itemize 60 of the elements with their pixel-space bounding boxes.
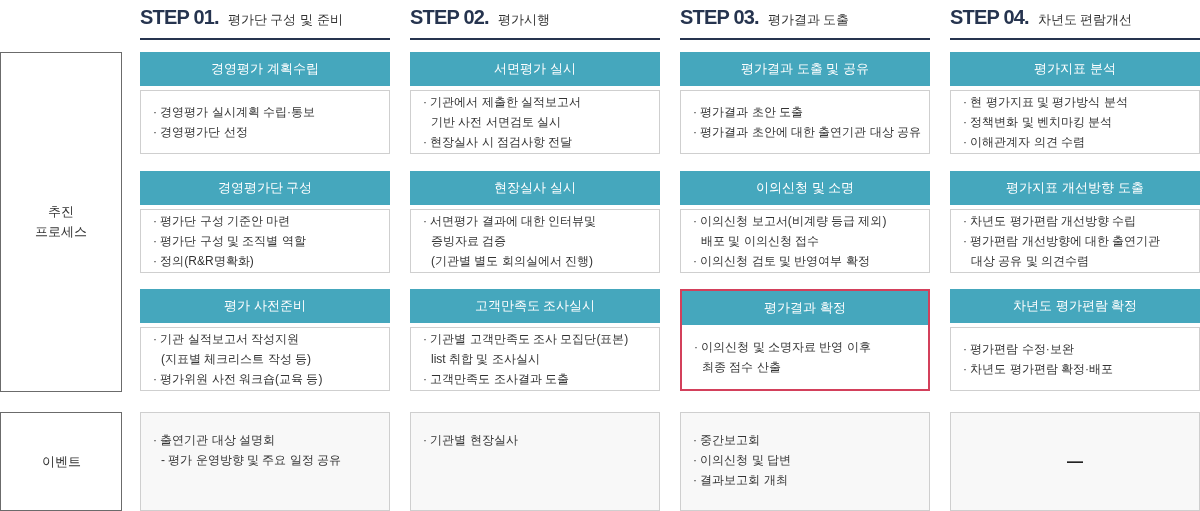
bullet-text: · 중간보고회 bbox=[693, 432, 761, 449]
bullet-text: · 이해관계자 의견 수렴 bbox=[963, 134, 1086, 151]
task-title-bar: 평가지표 개선방향 도출 bbox=[950, 171, 1200, 205]
bullet-text: · 평가편람 수정·보완 bbox=[963, 341, 1074, 358]
bullet-text: · 기관별 현장실사 bbox=[423, 432, 518, 449]
bullet-text: · 정의(R&R명확화) bbox=[153, 253, 254, 270]
bullet-text: · 평가편람 개선방향에 대한 출연기관 대상 공유 및 의견수렴 bbox=[963, 233, 1161, 270]
bullet-text: · 기관 실적보고서 작성지원 (지표별 체크리스트 작성 등) bbox=[153, 331, 312, 368]
bullet-text: · 서면평가 결과에 대한 인터뷰및 증빙자료 검증 (기관별 별도 회의실에서 진행) bbox=[423, 213, 597, 270]
bullet-text: · 이의신청 보고서(비계량 등급 제외) 배포 및 이의신청 접수 bbox=[693, 213, 887, 250]
event-panel bbox=[950, 412, 1200, 511]
task-title-bar: 경영평가단 구성 bbox=[140, 171, 390, 205]
step-number: STEP 02. bbox=[410, 6, 489, 29]
highlighted-card bbox=[680, 289, 930, 391]
bullet-text: · 평가결과 초안 도출 bbox=[693, 104, 804, 121]
step-title: 평가결과 도출 bbox=[767, 11, 850, 29]
step-number: STEP 01. bbox=[140, 6, 219, 29]
event-panel bbox=[410, 412, 660, 511]
row-header-panel bbox=[0, 412, 122, 511]
bullet-text: · 이의신청 및 소명자료 반영 이후 최종 점수 산출 bbox=[694, 339, 871, 376]
row-heading: 이벤트 bbox=[41, 452, 81, 471]
event-panel bbox=[680, 412, 930, 511]
bullet-text: · 차년도 평가편람 확정·배포 bbox=[963, 361, 1114, 378]
bullet-text: · 평가단 구성 및 조직별 역할 bbox=[153, 233, 306, 250]
dash-text: — bbox=[1067, 451, 1083, 472]
task-title-bar: 이의신청 및 소명 bbox=[680, 171, 930, 205]
row-header-panel bbox=[0, 52, 122, 392]
bullet-text: · 경영평가단 선정 bbox=[153, 124, 248, 141]
step-title: 차년도 편람개선 bbox=[1037, 11, 1133, 29]
step-title: 평가시행 bbox=[497, 11, 550, 29]
task-title-bar: 고객만족도 조사실시 bbox=[410, 289, 660, 323]
bullet-text: · 기관에서 제출한 실적보고서 기반 사전 서면검토 실시 bbox=[423, 94, 582, 131]
task-title-bar: 평가결과 확정 bbox=[682, 291, 928, 325]
bullet-text: · 차년도 평가편람 개선방향 수립 bbox=[963, 213, 1137, 230]
bullet-text: · 평가단 구성 기준안 마련 bbox=[153, 213, 291, 230]
task-title-bar: 현장실사 실시 bbox=[410, 171, 660, 205]
step-title: 평가단 구성 및 준비 bbox=[227, 11, 343, 29]
bullet-text: · 현 평가지표 및 평가방식 분석 bbox=[963, 94, 1128, 111]
bullet-text: · 결과보고회 개최 bbox=[693, 472, 788, 489]
bullet-text: · 평가위원 사전 워크숍(교육 등) bbox=[153, 371, 323, 388]
bullet-text: · 고객만족도 조사결과 도출 bbox=[423, 371, 570, 388]
bullet-text: · 기관별 고객만족도 조사 모집단(표본) list 취합 및 조사실시 bbox=[423, 331, 629, 368]
bullet-text: · 현장실사 시 점검사항 전달 bbox=[423, 134, 573, 151]
bullet-text: · 출연기관 대상 설명회 bbox=[153, 432, 276, 449]
bullet-text: · 이의신청 검토 및 반영여부 확정 bbox=[693, 253, 870, 270]
task-title-bar: 평가지표 분석 bbox=[950, 52, 1200, 86]
step-number: STEP 04. bbox=[950, 6, 1029, 29]
task-title-bar: 차년도 평가편람 확정 bbox=[950, 289, 1200, 323]
bullet-text: - 평가 운영방향 및 주요 일정 공유 bbox=[161, 452, 342, 469]
task-title-bar: 서면평가 실시 bbox=[410, 52, 660, 86]
bullet-text: · 평가결과 초안에 대한 출연기관 대상 공유 bbox=[693, 124, 922, 141]
bullet-text: · 정책변화 및 벤치마킹 분석 bbox=[963, 114, 1113, 131]
row-heading: 추진 프로세스 bbox=[35, 203, 87, 241]
step-number: STEP 03. bbox=[680, 6, 759, 29]
bullet-text: · 이의신청 및 답변 bbox=[693, 452, 792, 469]
task-title-bar: 경영평가 계획수립 bbox=[140, 52, 390, 86]
task-title-bar: 평가결과 도출 및 공유 bbox=[680, 52, 930, 86]
task-title-bar: 평가 사전준비 bbox=[140, 289, 390, 323]
event-panel bbox=[140, 412, 390, 511]
bullet-text: · 경영평가 실시계획 수립·통보 bbox=[153, 104, 316, 121]
